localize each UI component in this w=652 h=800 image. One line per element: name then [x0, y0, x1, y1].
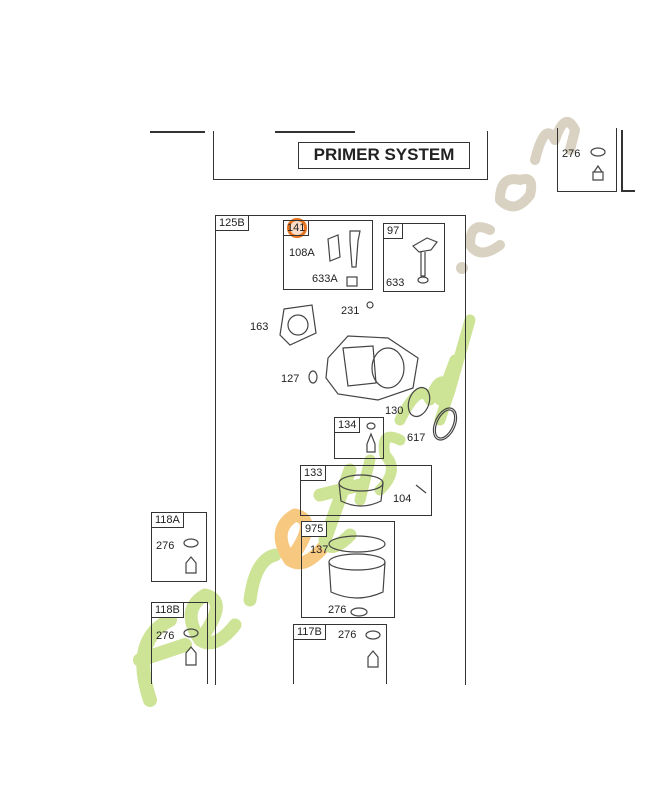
- kit-label: 117B: [293, 624, 326, 640]
- float-icon: [338, 474, 427, 507]
- part-label: 104: [393, 493, 412, 505]
- carburetor-icon: [325, 335, 419, 401]
- part-label: 276: [328, 604, 347, 616]
- primer-lever-icon: [412, 237, 438, 284]
- frame-line: [275, 131, 355, 133]
- group-125b: 125B: [215, 215, 466, 685]
- gasket-icon: [279, 304, 317, 346]
- section-title: PRIMER SYSTEM: [298, 142, 470, 169]
- plug-icon: [365, 630, 381, 668]
- part-label: 633A: [312, 273, 338, 285]
- frame-line: [150, 131, 205, 133]
- kit-118a[interactable]: 118A 276: [151, 512, 207, 582]
- kit-label: 133: [300, 465, 327, 481]
- seal-ring-icon: [432, 407, 458, 441]
- kit-label: 975: [301, 521, 328, 537]
- part-label: 276: [562, 148, 581, 160]
- kit-label: 97: [383, 223, 404, 239]
- highlight-circle: [287, 218, 307, 238]
- primer-bulb-icon: [327, 230, 361, 287]
- watermark-stroke: [495, 174, 537, 212]
- group-label: 125B: [215, 215, 249, 231]
- frame-line: [621, 190, 635, 192]
- part-label: 108A: [289, 247, 315, 259]
- part-label: 633: [386, 277, 405, 289]
- kit-117b[interactable]: 117B 276: [293, 624, 387, 684]
- kit-label: 134: [334, 417, 361, 433]
- kit-118d[interactable]: 276: [557, 128, 617, 192]
- fuel-bowl-icon: [328, 535, 386, 617]
- part-label: 617: [407, 432, 426, 444]
- plug-icon: [183, 538, 199, 574]
- part-label: 231: [341, 305, 360, 317]
- part-label: 130: [385, 405, 404, 417]
- plug-icon: [183, 628, 199, 666]
- plug-icon: [590, 147, 606, 181]
- kit-134[interactable]: 134: [334, 417, 384, 459]
- kit-118b[interactable]: 118B 276: [151, 602, 208, 684]
- needle-valve-icon: [366, 422, 376, 453]
- kit-label: 118A: [151, 512, 184, 528]
- kit-141[interactable]: 141 108A 633A: [283, 218, 373, 290]
- kit-97[interactable]: 97 633: [383, 223, 445, 292]
- part-label: 276: [156, 540, 175, 552]
- kit-label: 118B: [151, 602, 184, 618]
- kit-975[interactable]: 975 137 276: [301, 521, 395, 618]
- watermark-stroke: [465, 222, 505, 258]
- frame-line: [621, 130, 623, 192]
- o-ring-icon: [308, 370, 318, 384]
- diaphragm-icon: [407, 386, 431, 418]
- part-label: 127: [281, 373, 300, 385]
- primer-system-frame: [213, 131, 488, 180]
- kit-label: 141: [283, 220, 310, 236]
- screw-icon: [366, 301, 374, 309]
- part-label: 276: [338, 629, 357, 641]
- part-label: 137: [310, 544, 329, 556]
- part-label: 163: [250, 321, 269, 333]
- kit-133[interactable]: 133 104: [300, 465, 432, 516]
- part-label: 276: [156, 630, 175, 642]
